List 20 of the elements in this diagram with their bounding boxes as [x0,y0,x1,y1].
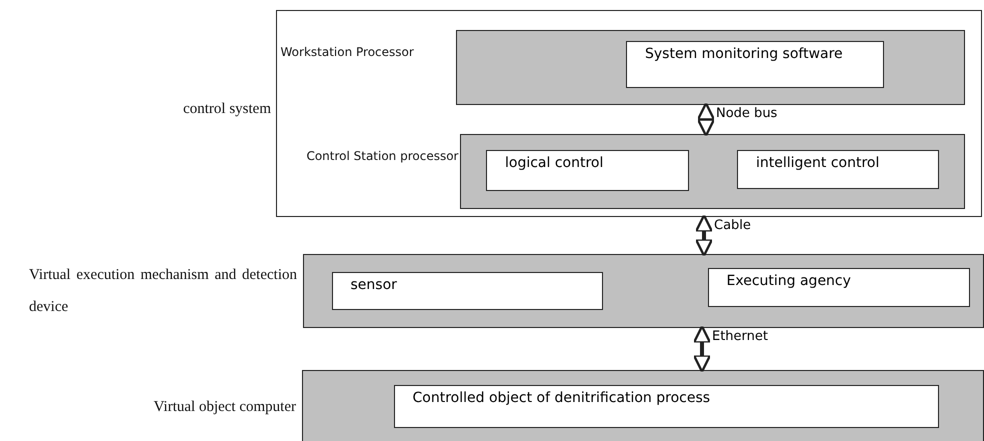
module-label: intelligent control [756,155,880,171]
layer-label: Virtual object computer [152,399,296,416]
layer-label: Control Station processor [305,148,458,162]
module-box [394,384,938,428]
module-box [332,272,602,310]
layer-label: control system [182,101,271,118]
layer-label: Workstation Processor [280,44,415,58]
double-arrow [692,325,712,373]
module-label: logical control [505,155,604,171]
module-box [708,268,970,306]
module-label: sensor [350,276,397,292]
module-label: Controlled object of denitrification process [412,390,710,406]
module-label: Executing agency [726,272,851,288]
double-arrow [694,214,714,257]
layer-label: Virtual execution mechanism and detection device [29,266,297,317]
module-box [486,150,689,191]
double-arrow [696,102,716,137]
module-box [737,150,939,189]
module-label: System monitoring software [645,46,843,62]
module-box [626,41,884,88]
